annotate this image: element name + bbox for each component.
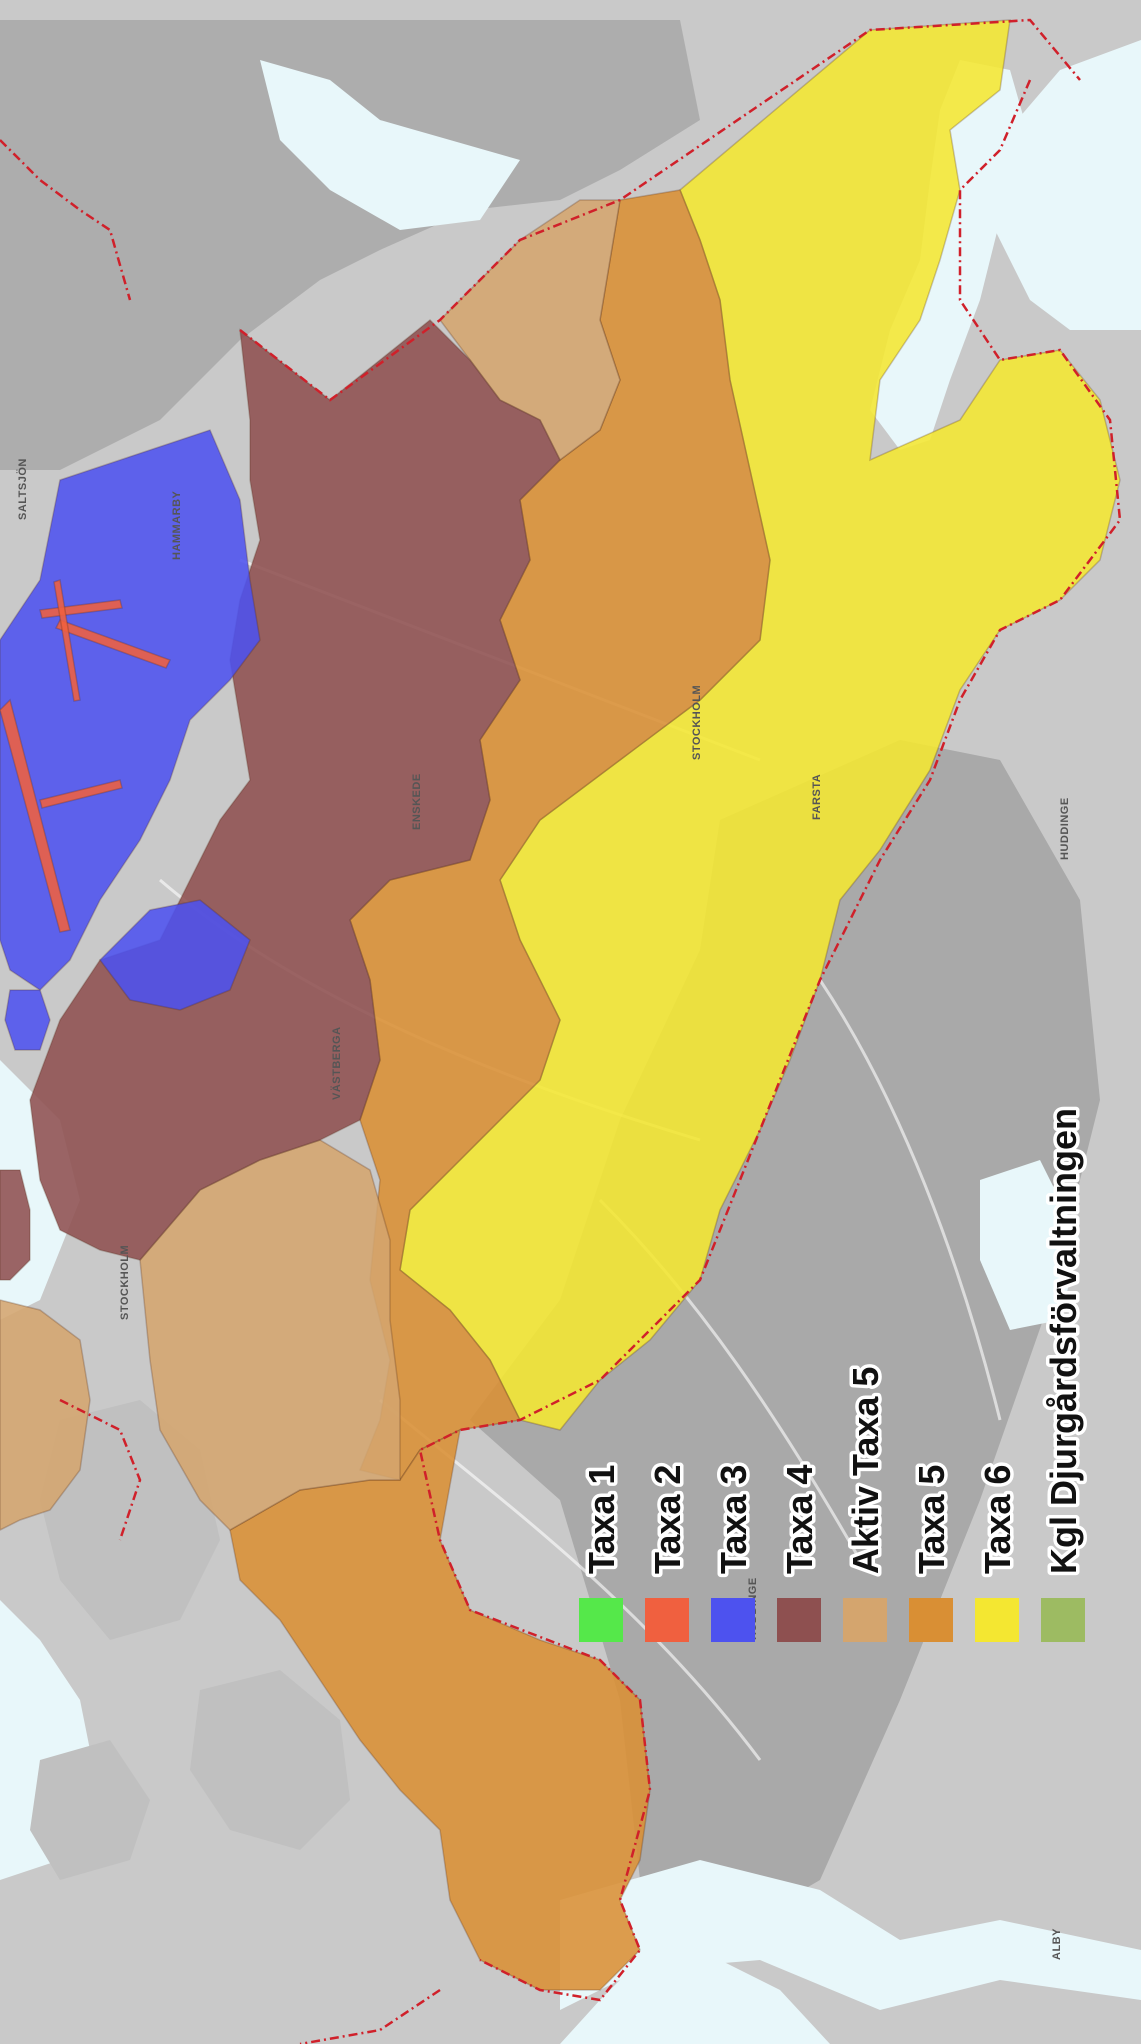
zone-taxa3-east[interactable] — [99, 899, 251, 1011]
legend: Taxa 1 Taxa 2 Taxa 3 Taxa 4 Aktiv Taxa 5 Taxa… — [578, 1104, 1088, 1642]
legend-label-7: Taxa 6 — [977, 1465, 1018, 1574]
municipal-boundary — [0, 18, 1122, 2044]
legend-swatch-7 — [975, 1598, 1019, 1642]
zone-taxa3-islet[interactable] — [4, 989, 51, 1051]
island-southwest-3 — [30, 1740, 150, 1880]
place-label-stockholm-center: STOCKHOLM — [119, 1245, 131, 1320]
water-bay-southeast — [980, 1160, 1080, 1330]
legend-swatch-5 — [843, 1598, 887, 1642]
place-labels: STOCKHOLM STOCKHOLM HUDDINGE HUDDINGE SA… — [16, 458, 1071, 1960]
zone-taxa4[interactable] — [29, 318, 561, 1261]
zone-taxa2-street-1[interactable] — [0, 698, 71, 933]
place-label-enskede: ENSKEDE — [411, 773, 423, 830]
zone-aktiv-taxa5-west[interactable] — [0, 1299, 91, 1531]
zone-taxa6[interactable] — [399, 19, 1121, 1431]
boundary-line-5 — [0, 139, 132, 301]
zone-taxa4-west[interactable] — [0, 1169, 31, 1281]
legend-label-3: Taxa 3 — [713, 1465, 754, 1574]
zone-taxa2-street-5[interactable] — [39, 779, 123, 809]
water-inlet-north — [260, 60, 520, 230]
legend-label-8: Kgl Djurgårdsförvaltningen — [1043, 1108, 1084, 1574]
zone-taxa2-street-4[interactable] — [53, 579, 81, 702]
island-southwest-2 — [190, 1670, 350, 1850]
place-label-huddinge-north: HUDDINGE — [1059, 797, 1071, 860]
place-label-stockholm-mid: STOCKHOLM — [691, 685, 703, 760]
legend-label-4: Taxa 4 — [779, 1465, 820, 1574]
boundary-line-1 — [239, 18, 1081, 402]
land-urban-east — [470, 740, 1100, 1950]
zone-taxa2-street-2[interactable] — [54, 619, 172, 669]
tariff-zones — [0, 19, 1121, 1991]
boundary-line-2 — [418, 79, 1122, 2002]
legend-label-6: Taxa 5 — [911, 1465, 952, 1574]
legend-label-1: Taxa 1 — [581, 1465, 622, 1574]
place-label-vastberga: VÄSTBERGA — [330, 1026, 343, 1100]
place-label-hammarby: HAMMARBY — [171, 490, 183, 560]
legend-swatch-4 — [777, 1598, 821, 1642]
legend-swatch-2 — [645, 1598, 689, 1642]
place-label-saltsjon: SALTSJÖN — [16, 458, 29, 520]
legend-label-2: Taxa 2 — [647, 1465, 688, 1574]
road-4 — [818, 979, 1002, 1421]
legend-swatch-8 — [1041, 1598, 1085, 1642]
zone-taxa3[interactable] — [0, 429, 261, 991]
place-label-alby: ALBY — [1051, 1928, 1063, 1960]
legend-swatch-3 — [711, 1598, 755, 1642]
water-strait-south — [560, 1860, 1141, 2010]
boundary-line-3 — [299, 1988, 441, 2044]
legend-swatch-1 — [579, 1598, 623, 1642]
legend-label-5: Aktiv Taxa 5 — [845, 1367, 886, 1574]
island-southwest-1 — [40, 1400, 220, 1640]
water-lake-east — [870, 60, 1030, 450]
legend-swatch-6 — [909, 1598, 953, 1642]
place-label-farsta: FARSTA — [811, 774, 823, 820]
land-urban-north — [0, 20, 700, 470]
boundary-line-4 — [59, 1398, 142, 1541]
